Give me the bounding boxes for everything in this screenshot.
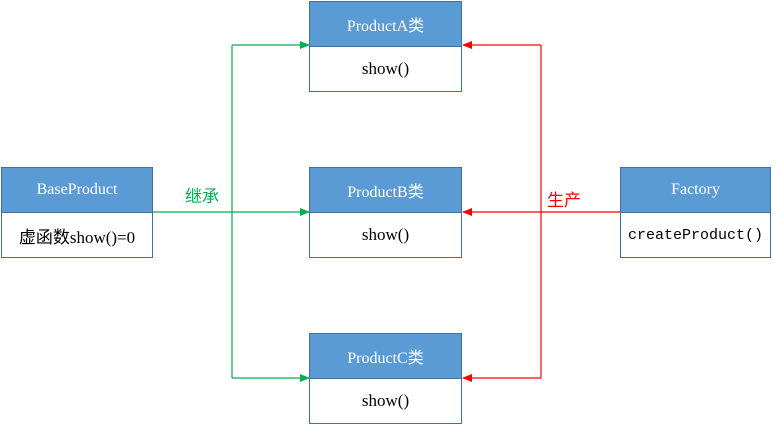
produce-connectors	[462, 41, 620, 382]
product-c-title: ProductC类	[310, 334, 461, 379]
base-product-title: BaseProduct	[2, 168, 152, 213]
product-a-box: ProductA类 show()	[309, 1, 462, 92]
base-product-box: BaseProduct 虚函数show()=0	[1, 167, 153, 258]
product-b-box: ProductB类 show()	[309, 167, 462, 258]
factory-method: createProduct()	[627, 226, 764, 244]
product-c-method: show()	[361, 391, 410, 410]
product-b-title: ProductB类	[310, 168, 461, 213]
product-a-method: show()	[361, 59, 410, 78]
base-product-method: 虚函数show()=0	[18, 227, 136, 247]
product-c-box: ProductC类 show()	[309, 333, 462, 424]
factory-title: Factory	[621, 168, 770, 213]
factory-box: Factory createProduct()	[620, 167, 771, 258]
product-b-method: show()	[361, 225, 410, 244]
inherit-label: 继承	[183, 182, 221, 207]
product-a-title: ProductA类	[310, 2, 461, 47]
inherit-connectors	[152, 41, 310, 382]
produce-label: 生产	[545, 186, 583, 211]
